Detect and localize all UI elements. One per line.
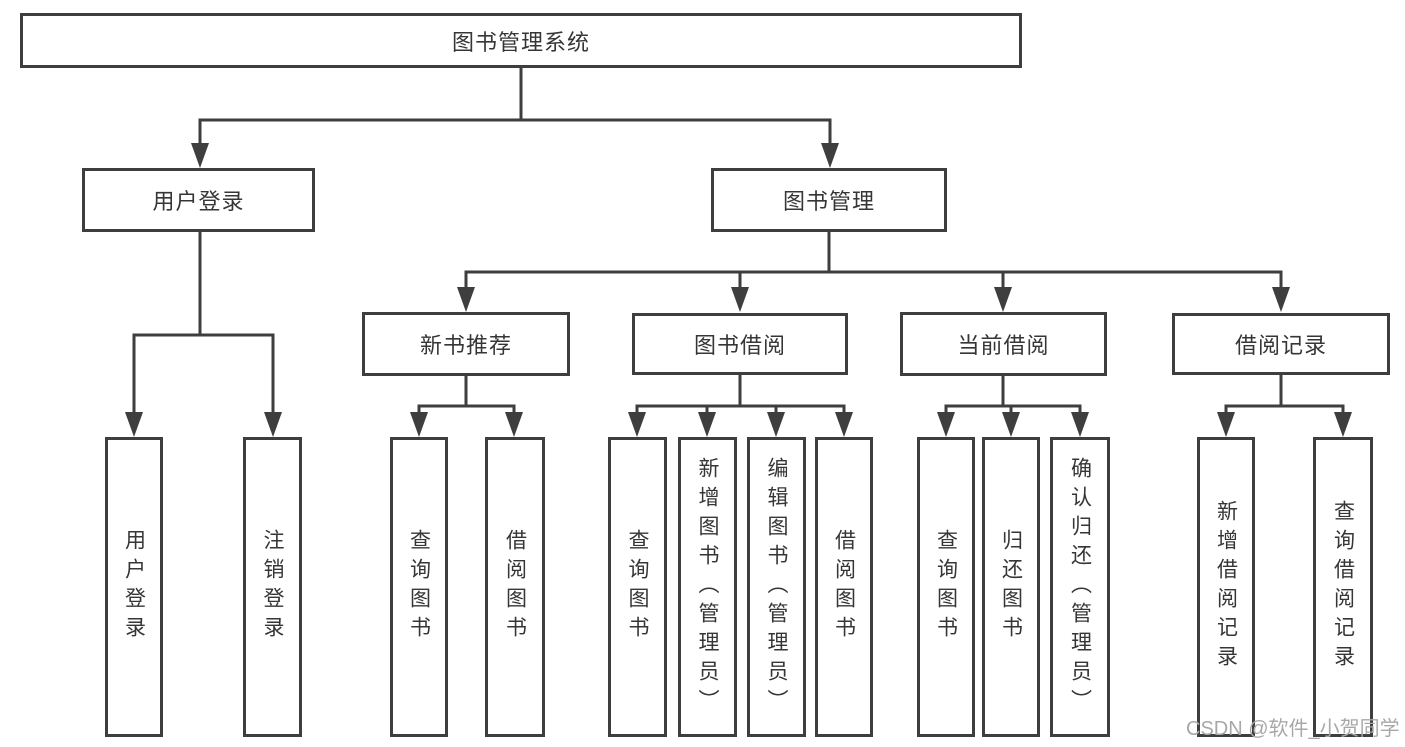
connector-book-management [464, 230, 1283, 296]
node-label: 归还图书 [999, 529, 1023, 645]
arrow-icon [191, 143, 209, 168]
node-label: 图书借阅 [693, 333, 786, 358]
arrow-icon [457, 287, 475, 312]
arrow-icon [821, 143, 839, 168]
arrow-icon [125, 412, 143, 437]
node-label: 注销登录 [261, 529, 284, 645]
arrow-icon [835, 412, 853, 437]
arrow-icon [937, 412, 955, 437]
node-confirm-return-admin: 确认归还（管理员） [1050, 437, 1110, 737]
node-label: 当前借阅 [957, 333, 1050, 358]
node-label: 查询图书 [934, 529, 958, 645]
connector-root [198, 66, 832, 152]
node-query-books-1: 查询图书 [390, 437, 448, 737]
node-add-book-admin: 新增图书（管理员） [678, 437, 737, 737]
node-query-borrow-record: 查询借阅记录 [1313, 437, 1373, 737]
node-edit-book-admin: 编辑图书（管理员） [747, 437, 806, 737]
node-current-borrowing: 当前借阅 [900, 312, 1107, 376]
connector-new-book [417, 374, 516, 423]
node-borrow-books-2: 借阅图书 [815, 437, 873, 737]
arrow-icon [505, 412, 523, 437]
node-return-books: 归还图书 [982, 437, 1040, 737]
arrow-icon [1002, 412, 1020, 437]
node-borrowing-records: 借阅记录 [1172, 313, 1390, 375]
arrow-icon [1071, 412, 1089, 437]
node-add-borrow-record: 新增借阅记录 [1197, 437, 1255, 737]
arrow-icon [1272, 287, 1290, 312]
node-label: 新书推荐 [419, 333, 512, 358]
node-book-borrowing: 图书借阅 [632, 313, 848, 375]
node-label: 查询图书 [407, 529, 431, 645]
node-label: 借阅图书 [832, 529, 856, 645]
arrow-icon [731, 287, 749, 312]
node-label: 图书管理 [782, 189, 875, 214]
arrow-icon [264, 412, 282, 437]
node-label: 图书管理系统 [451, 29, 590, 55]
node-query-books-3: 查询图书 [917, 437, 975, 737]
node-label: 新增借阅记录 [1214, 500, 1238, 674]
arrow-icon [767, 412, 785, 437]
node-new-book-recommendation: 新书推荐 [362, 312, 570, 376]
csdn-watermark: CSDN @软件_小贺同学 [1186, 718, 1400, 740]
node-user-login-leaf: 用户登录 [105, 437, 163, 737]
node-label: 查询借阅记录 [1331, 500, 1355, 674]
node-borrow-books-1: 借阅图书 [485, 437, 545, 737]
node-label: 借阅图书 [503, 529, 527, 645]
arrow-icon [1334, 412, 1352, 437]
node-library-management-system: 图书管理系统 [20, 13, 1022, 68]
node-label: 编辑图书（管理员） [765, 456, 788, 718]
connector-user-login [132, 230, 275, 421]
node-book-management: 图书管理 [711, 168, 947, 232]
arrow-icon [698, 412, 716, 437]
node-logout: 注销登录 [243, 437, 302, 737]
node-label: 用户登录 [122, 529, 146, 645]
arrow-icon [410, 412, 428, 437]
node-label: 确认归还（管理员） [1068, 456, 1092, 718]
node-label: 查询图书 [626, 529, 649, 645]
node-user-login: 用户登录 [82, 168, 315, 232]
arrow-icon [628, 412, 646, 437]
node-label: 新增图书（管理员） [696, 456, 719, 718]
connector-book-borrowing [635, 373, 846, 423]
arrow-icon [994, 287, 1012, 312]
node-label: 借阅记录 [1234, 333, 1327, 358]
arrow-icon [1217, 412, 1235, 437]
node-label: 用户登录 [152, 189, 245, 214]
node-query-books-2: 查询图书 [608, 437, 667, 737]
connector-borrowing-records [1224, 373, 1345, 423]
